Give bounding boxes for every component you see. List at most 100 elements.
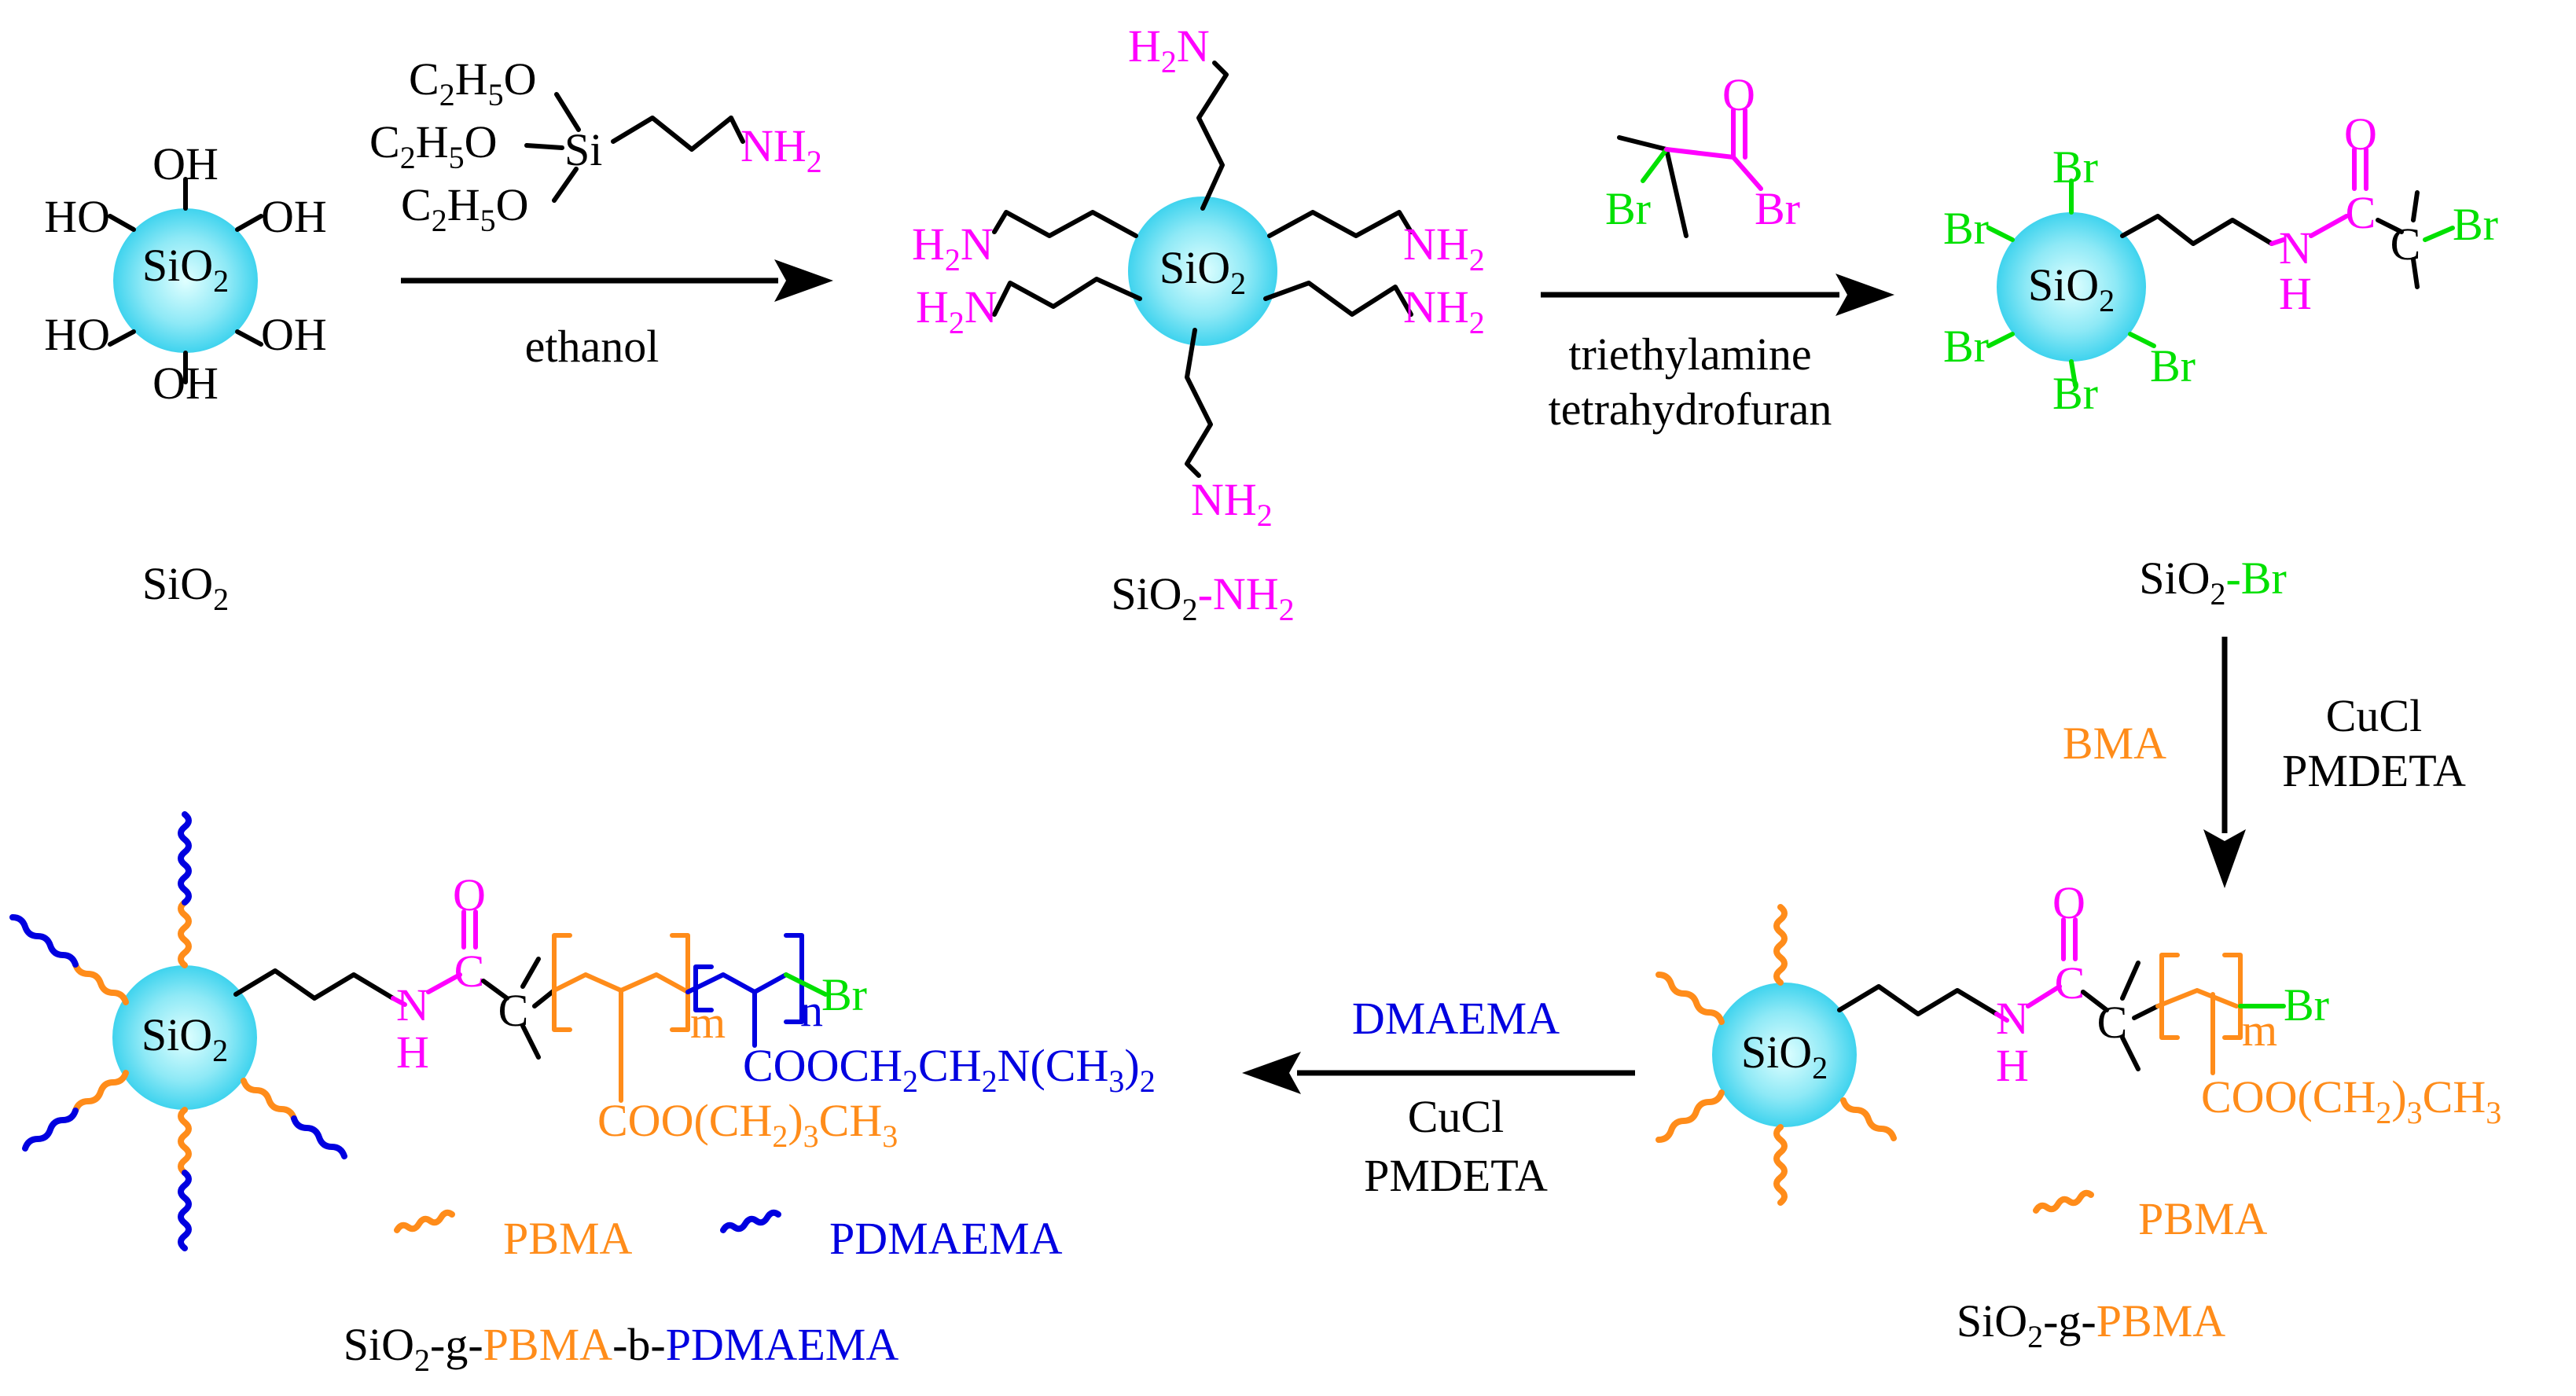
amine-group: NH2 — [740, 120, 822, 179]
pdmaema-block — [291, 1115, 347, 1159]
propyl-linker — [233, 968, 395, 1001]
reagent-cucl: CuCl — [2326, 690, 2423, 741]
pbma-backbone — [2155, 988, 2239, 1008]
bond — [729, 116, 745, 144]
sio2-nh2-particle: SiO2 H2N NH2 H2N H2N NH2 NH2 — [912, 20, 1485, 533]
pdmaema-block — [178, 1170, 192, 1251]
quaternary-carbon: C — [2390, 219, 2421, 270]
bond — [108, 214, 136, 232]
carbonyl-oxygen: O — [453, 869, 486, 920]
repeat-bracket-close — [670, 933, 690, 1032]
arrow-head — [1836, 274, 1894, 316]
legend-pdmaema-swatch — [720, 1209, 781, 1233]
bond — [1641, 147, 1669, 183]
bond — [2069, 359, 2078, 388]
carbonyl-carbon: C — [454, 946, 485, 997]
aminopropyl-chain — [1263, 281, 1413, 317]
bond — [235, 329, 263, 347]
amine-group: NH2 — [1191, 474, 1273, 533]
repeat-bracket-open — [2159, 953, 2180, 1040]
sio2-particle: SiO2 OH OH HO OH HO OH — [44, 138, 327, 409]
bond — [1617, 135, 1669, 152]
amine-group: NH2 — [1403, 219, 1485, 277]
reagent-tetrahydrofuran: tetrahydrofuran — [1549, 384, 1832, 435]
legend-pbma-swatch — [2033, 1189, 2094, 1214]
sio2-sphere — [113, 208, 258, 353]
bond — [1986, 226, 2015, 242]
amine-group: H2N — [912, 219, 994, 277]
ethoxy-group: C2H5O — [401, 179, 528, 238]
aminopropyl-chain — [1267, 210, 1413, 238]
compound-label-sio2: SiO2 — [142, 558, 229, 617]
amine-group: NH2 — [1403, 281, 1485, 340]
amide-hydrogen: H — [1996, 1040, 2029, 1091]
bond — [235, 214, 263, 232]
pbma-block — [72, 1070, 129, 1114]
amide-nitrogen: N — [1996, 993, 2029, 1044]
aminopropyl-chain — [1196, 61, 1229, 211]
repeat-bracket-open — [693, 964, 714, 1012]
bond — [2269, 237, 2286, 246]
repeat-bracket-close — [784, 933, 804, 1024]
pbma-brush — [1655, 972, 1725, 1025]
methyl-bond — [520, 957, 541, 989]
amide-hydrogen: H — [2279, 268, 2312, 319]
bond — [1664, 147, 1689, 238]
reagent-bma: BMA — [2063, 718, 2166, 769]
carbonyl-oxygen: O — [2052, 877, 2085, 928]
reagent-triethylamine: triethylamine — [1568, 329, 1811, 380]
sio2-core-label: SiO2 — [2028, 259, 2115, 318]
pbma-block — [178, 1107, 192, 1176]
propyl-chain — [611, 116, 733, 152]
legend-pdmaema-label: PDMAEMA — [829, 1213, 1063, 1264]
amine-group: H2N — [916, 281, 998, 340]
sio2-g-pbma-b-pdmaema-particle: SiO2 N H C O C m — [9, 811, 1156, 1251]
sio2-core-label: SiO2 — [1159, 242, 1246, 301]
arrow-head — [1242, 1052, 1301, 1094]
reagent-dmaema: DMAEMA — [1352, 993, 1560, 1044]
bond — [2132, 1004, 2160, 1020]
pbma-brush — [1773, 1124, 1788, 1206]
pbma-brush — [1655, 1089, 1725, 1143]
sio2-sphere — [112, 965, 257, 1110]
reagent-pmdeta: PMDETA — [2282, 745, 2466, 796]
sio2-core-label: SiO2 — [142, 240, 229, 299]
pbma-brush — [1840, 1097, 1897, 1141]
aptes-reagent: C2H5O C2H5O C2H5O Si NH2 — [369, 53, 822, 238]
methyl-bond — [2411, 257, 2420, 289]
compound-label-sio2-g-pbma: SiO2-g-PBMA — [1957, 1295, 2225, 1354]
acyl-bromine: Br — [1755, 183, 1800, 234]
bond — [2376, 218, 2404, 234]
bromine-atom: Br — [1943, 321, 1989, 372]
methyl-bond — [2120, 1035, 2141, 1071]
bromine-atom: Br — [2150, 340, 2196, 391]
bond — [1986, 332, 2015, 348]
pdmaema-block — [22, 1108, 79, 1152]
bromine-end-group: Br — [821, 969, 867, 1020]
bromine-atom: Br — [2052, 368, 2098, 419]
pbma-block — [178, 899, 192, 968]
butyl-ester-group: COO(CH2)3CH3 — [597, 1095, 898, 1154]
butyl-ester-group: COO(CH2)3CH3 — [2201, 1071, 2501, 1130]
bond — [554, 92, 581, 132]
bond — [2309, 214, 2349, 238]
pdmaema-block — [178, 811, 192, 906]
methyl-bond — [2120, 961, 2141, 1001]
hydroxyl-label: OH — [153, 138, 219, 189]
hydroxyl-label: OH — [261, 191, 327, 242]
propyl-linker — [1837, 984, 1999, 1016]
bond — [2081, 990, 2109, 1012]
bond — [2128, 332, 2156, 348]
reagent-cucl: CuCl — [1408, 1091, 1505, 1142]
sio2-core-label: SiO2 — [141, 1009, 228, 1068]
bond — [552, 167, 579, 203]
amine-group: H2N — [1128, 20, 1210, 79]
methyl-bond — [520, 1023, 541, 1060]
bond — [108, 329, 136, 347]
carbonyl-oxygen: O — [1722, 69, 1755, 120]
sio2-core-label: SiO2 — [1741, 1027, 1828, 1086]
pdmaema-block — [9, 914, 79, 968]
pbma-block — [72, 961, 129, 1005]
amide-nitrogen: N — [2279, 222, 2312, 274]
